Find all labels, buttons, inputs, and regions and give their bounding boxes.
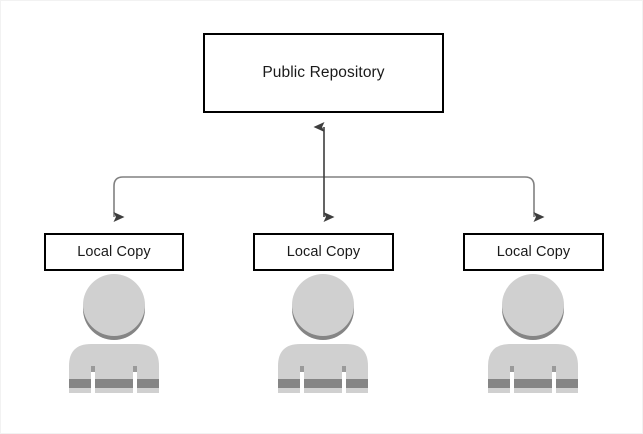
- local-copy-node-2[interactable]: Local Copy: [463, 233, 604, 271]
- person-icon: [55, 273, 173, 393]
- local-copy-node-label: Local Copy: [286, 244, 361, 260]
- person-icon: [264, 273, 382, 393]
- repository-node-label: Public Repository: [262, 64, 385, 81]
- repository-node[interactable]: Public Repository: [203, 33, 444, 113]
- local-copy-node-label: Local Copy: [77, 244, 151, 260]
- local-copy-node-1[interactable]: Local Copy: [253, 233, 394, 271]
- local-copy-node-label: Local Copy: [496, 244, 571, 260]
- person-icon: [474, 273, 592, 393]
- edge-bus-right: [324, 176, 545, 222]
- local-copy-node-0[interactable]: Local Copy: [44, 233, 184, 271]
- edge-bus-left: [113, 176, 324, 222]
